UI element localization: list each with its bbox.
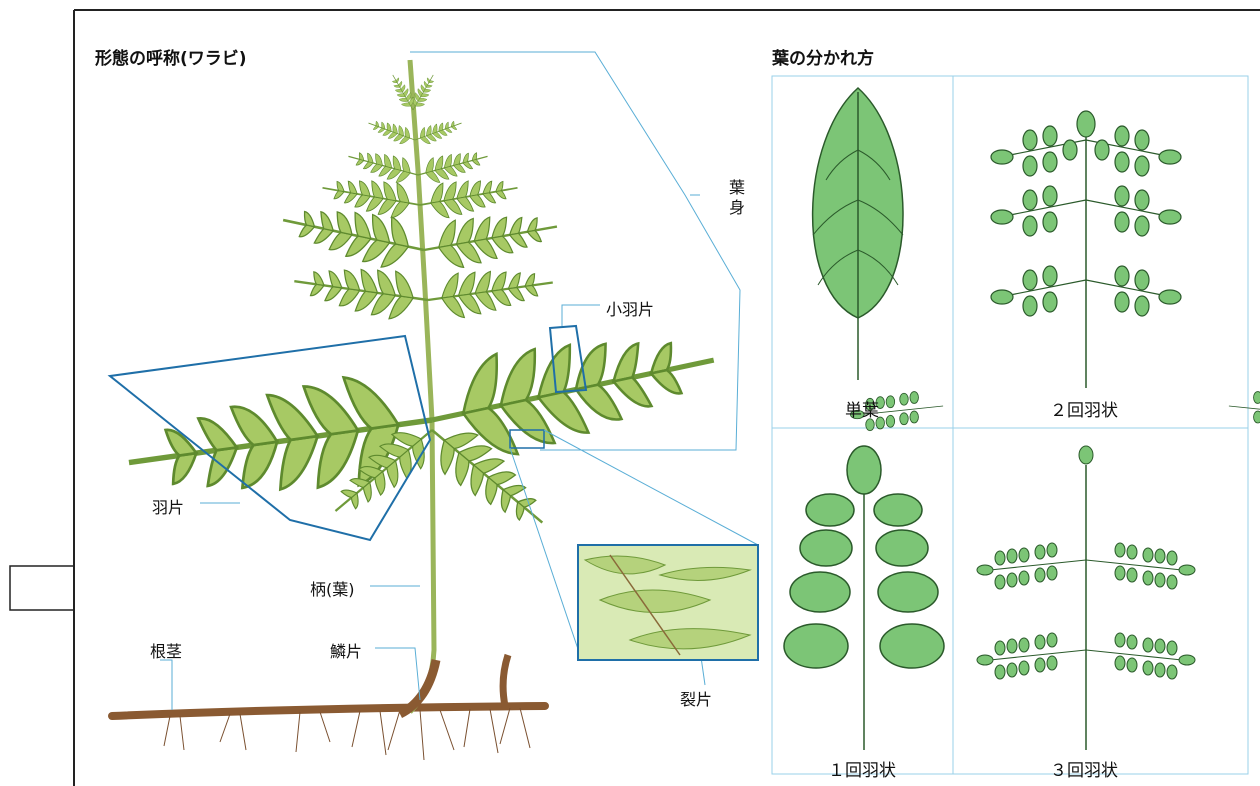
caption-bipinnate: ２回羽状 xyxy=(994,396,1174,421)
caption-tripinnate: ３回羽状 xyxy=(994,756,1174,781)
pinnate-leaf xyxy=(784,446,944,750)
simple-leaf xyxy=(813,88,903,380)
bipinnate-leaf xyxy=(991,111,1181,388)
tripinnate-leaf xyxy=(850,392,1260,750)
caption-simple-leaf: 単葉 xyxy=(772,396,952,421)
caption-pinnate: １回羽状 xyxy=(772,756,952,781)
